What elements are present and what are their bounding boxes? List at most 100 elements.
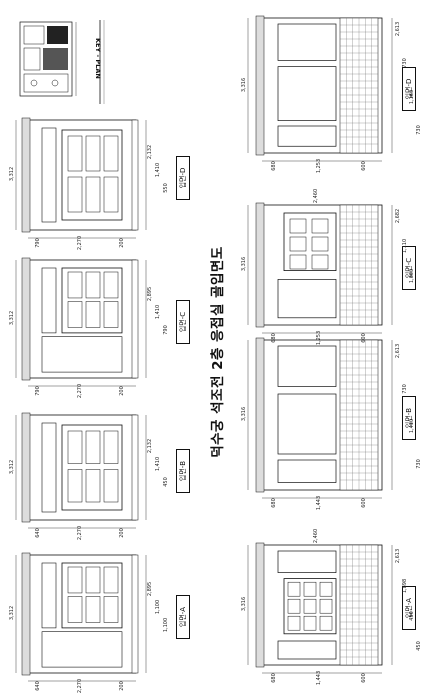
door-panel (103, 176, 119, 213)
baseboard (131, 554, 139, 674)
wall-panel (277, 393, 337, 455)
dimension-value: 450 (416, 641, 421, 651)
door-panel (85, 301, 101, 328)
dimension-value: 1,600 (409, 268, 415, 284)
right-elevation-0 (247, 15, 393, 162)
dimension-value: 200 (119, 681, 125, 691)
dimension-value: 1,410 (155, 162, 161, 178)
dimension-value: 2,270 (77, 235, 83, 251)
dimension-total: 3,316 (241, 406, 247, 422)
door-pane (287, 581, 301, 597)
baseboard (131, 119, 139, 231)
wall-panel (277, 345, 337, 387)
wall-panel (277, 125, 337, 147)
door-pane (303, 581, 317, 597)
door-panel (85, 596, 101, 623)
door-pane (303, 598, 317, 614)
door-frame (61, 424, 123, 511)
dimension-value: 2,270 (77, 383, 83, 399)
key-plan-label: KEY - PLAN (94, 38, 102, 79)
window-pane (311, 254, 329, 270)
door-panel (103, 271, 119, 299)
door-pane (319, 598, 333, 614)
dimension-value: 200 (119, 238, 125, 248)
dimension-total: 3,316 (241, 596, 247, 612)
upper-panel (41, 127, 57, 223)
sheet-title: 덕수궁 석조전 2층 응접실 골입면도 (210, 246, 226, 458)
lower-panel (41, 631, 123, 668)
dimension-value: 2,682 (395, 208, 401, 224)
upper-panel (41, 267, 57, 334)
dimension-value: 1,443 (316, 670, 322, 686)
dimension-value: 2,132 (147, 438, 153, 453)
dimension-value: 1,443 (316, 495, 322, 511)
door-panel (103, 301, 119, 328)
right-elevation-1 (247, 202, 393, 334)
dimension-value: 2,613 (395, 548, 401, 564)
lower-panel (277, 640, 337, 660)
dimension-value: 200 (119, 386, 125, 396)
door-panel (85, 469, 101, 503)
door-panel (85, 430, 101, 464)
baseboard (131, 259, 139, 379)
dimension-value: 2,895 (147, 582, 153, 597)
dimension-value: 200 (119, 528, 125, 538)
dimension-value: 2,270 (77, 525, 83, 541)
cornice (21, 412, 31, 523)
door-panel (103, 566, 119, 594)
lower-panel (277, 279, 337, 319)
door-pane (287, 615, 301, 631)
right-elevation-3 (247, 542, 393, 674)
left-elevation-0 (15, 117, 147, 239)
dimension-value: 1,253 (316, 158, 322, 174)
dimension-value: 2,132 (147, 144, 153, 160)
dimension-value: 730 (416, 458, 421, 469)
dimension-value: 550 (163, 183, 169, 193)
door-panel (67, 271, 83, 299)
upper-panel (277, 550, 337, 573)
door-panel (67, 301, 83, 328)
dimension-top: 2,460 (313, 188, 319, 204)
dimension-value: 1,898 (402, 578, 408, 594)
door-frame (283, 578, 337, 635)
dimension-value: 2,613 (395, 343, 401, 359)
dimension-value: 730 (416, 125, 421, 136)
cornice (255, 337, 265, 493)
cornice (255, 15, 265, 156)
upper-panel (41, 562, 57, 629)
door-pane (287, 598, 301, 614)
dimension-value: 1,410 (155, 305, 161, 320)
door-frame (61, 267, 123, 334)
left-elevation-2 (15, 412, 147, 529)
dimension-value: 790 (163, 325, 169, 336)
window-pane (289, 218, 307, 234)
wall-panel (277, 66, 337, 121)
door-panel (67, 469, 83, 503)
dimension-value: 600 (361, 498, 367, 508)
window-frame (283, 212, 337, 271)
dimension-value: 640 (35, 681, 41, 691)
left-elevation-1 (15, 257, 147, 387)
dimension-top: 2,460 (313, 528, 319, 544)
window-pane (289, 236, 307, 252)
dimension-value: 1,100 (155, 600, 161, 615)
door-frame (61, 562, 123, 629)
dimension-value: 1,410 (155, 456, 161, 471)
wall-panel (277, 459, 337, 483)
dimension-total: 3,312 (9, 166, 15, 182)
door-panel (67, 430, 83, 464)
dimension-value: 450 (163, 476, 169, 487)
dimension-value: 680 (271, 673, 277, 683)
dimension-value: 1,110 (402, 238, 408, 254)
door-panel (103, 469, 119, 503)
window-pane (289, 254, 307, 270)
dimension-value: 680 (271, 498, 277, 508)
left-elevations (15, 117, 147, 682)
dimension-value: 730 (402, 57, 408, 68)
dimension-total: 3,312 (9, 459, 15, 474)
door-panel (85, 566, 101, 594)
elevation-tag: 입면-D (176, 156, 190, 200)
elevation-tag: 입면-A (176, 595, 190, 639)
cornice (21, 257, 31, 381)
